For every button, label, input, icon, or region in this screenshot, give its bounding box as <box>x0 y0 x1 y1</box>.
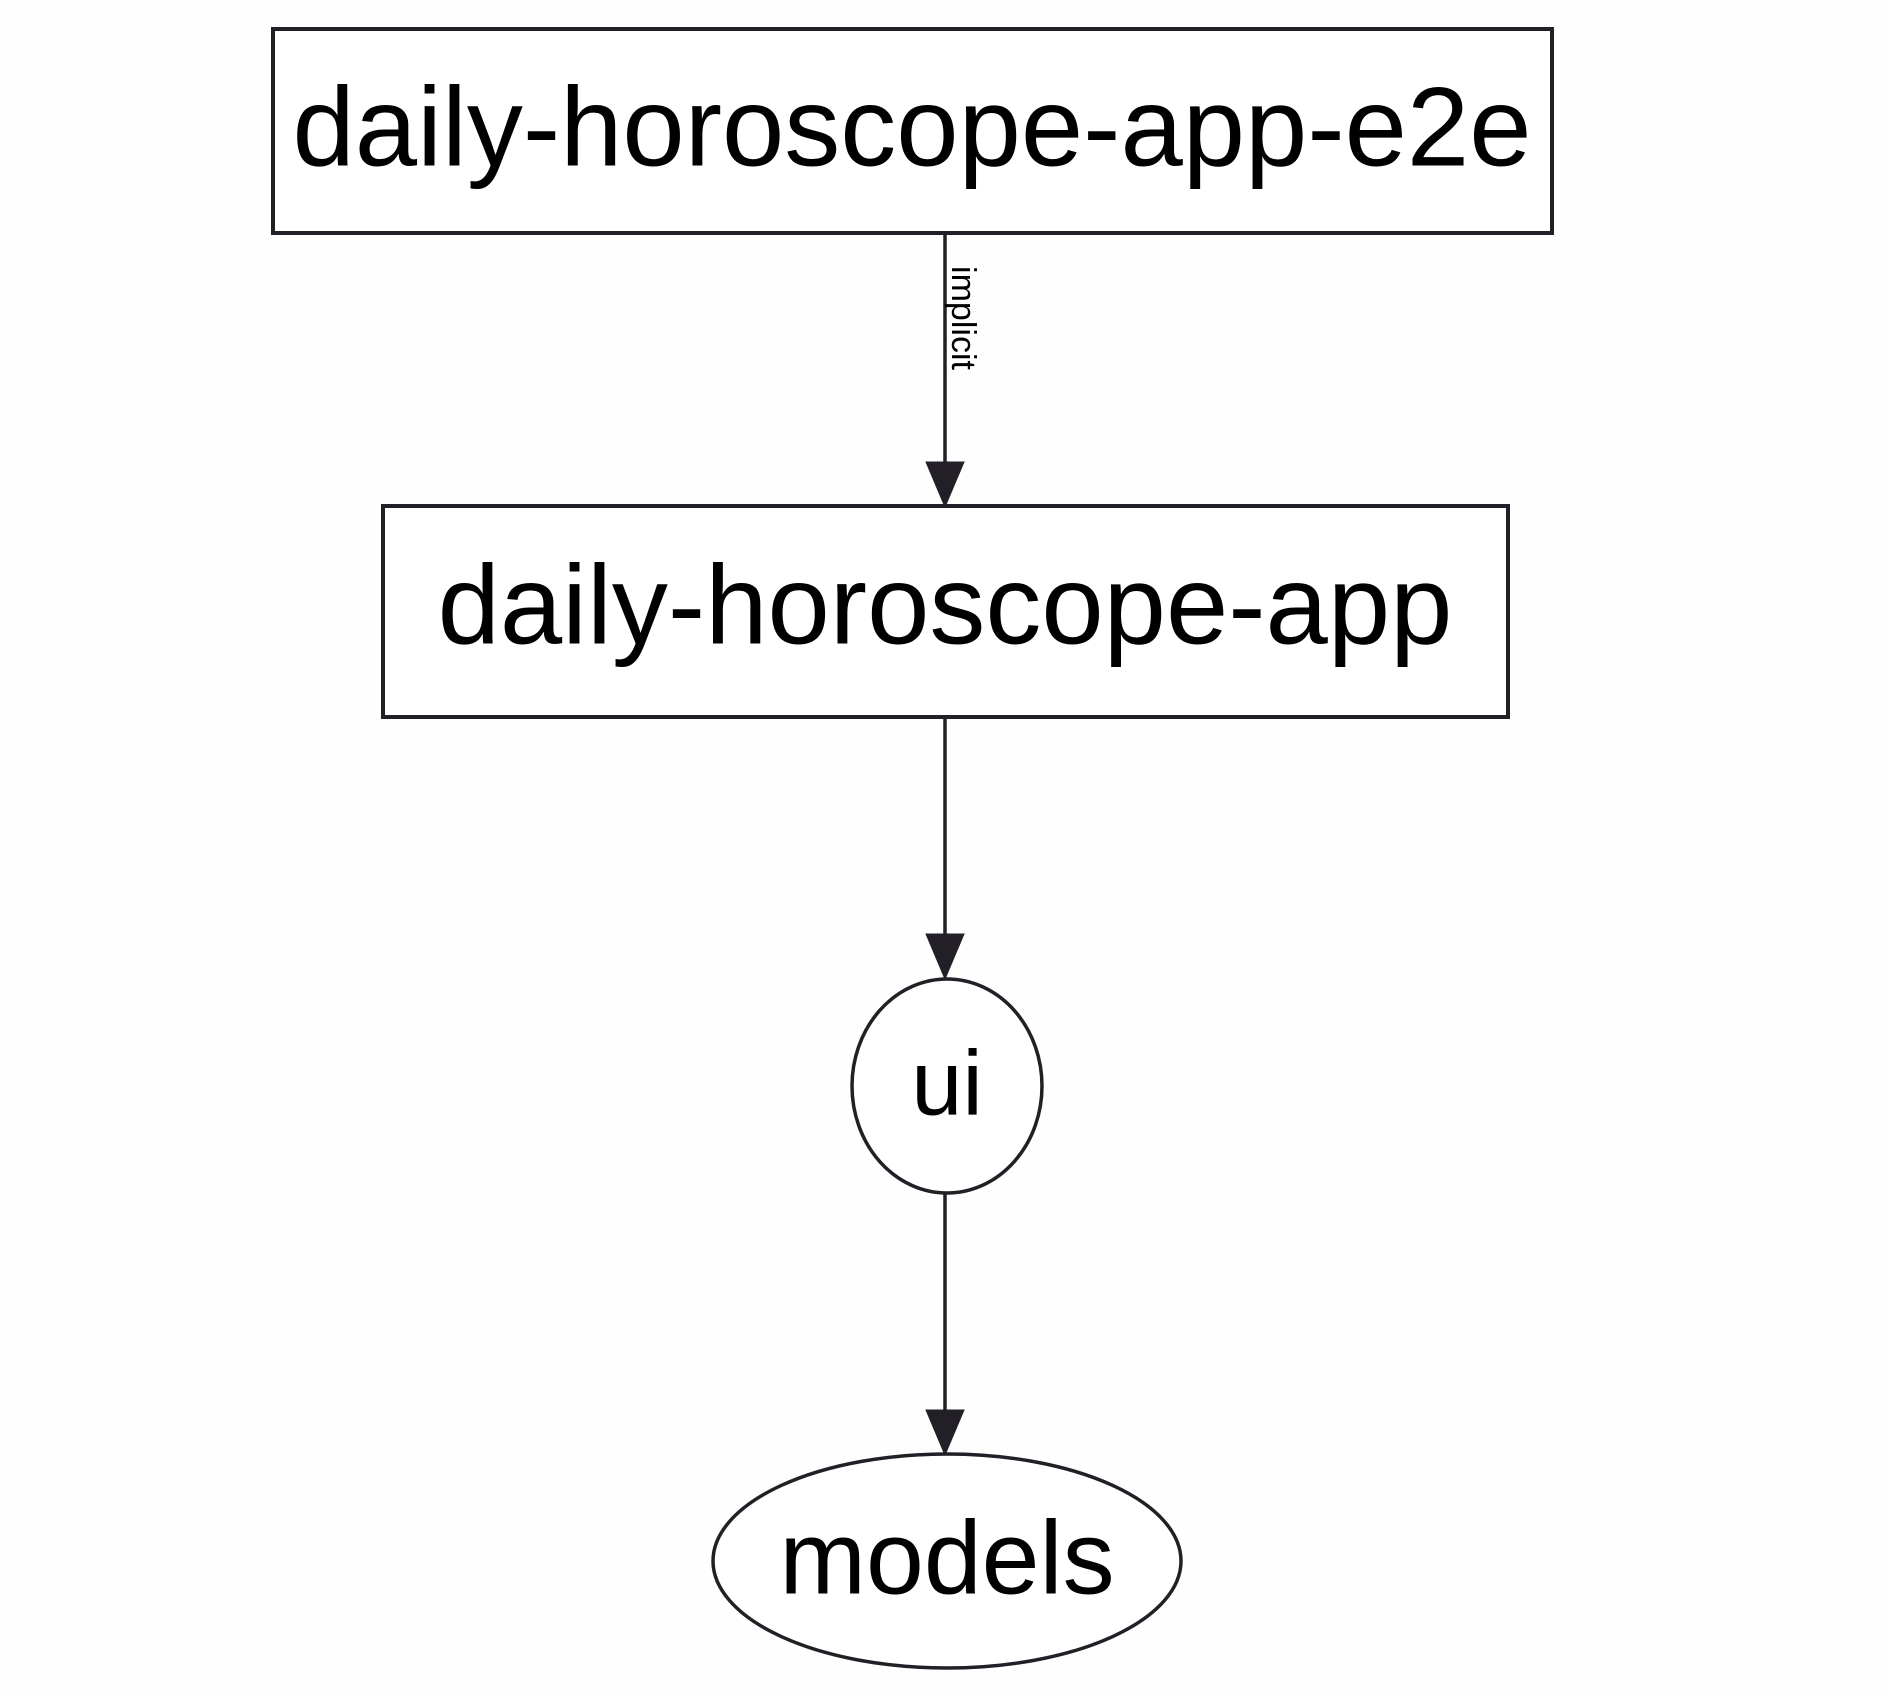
edge-ui-to-models[interactable] <box>925 1193 965 1457</box>
node-label: ui <box>911 1032 983 1134</box>
edge-e2e-to-app[interactable] <box>925 233 965 509</box>
arrowhead-icon <box>925 461 965 509</box>
arrowhead-icon <box>925 1409 965 1457</box>
edge-app-to-ui[interactable] <box>925 717 965 981</box>
node-ellipse <box>711 1452 1183 1670</box>
node-ui[interactable]: ui <box>850 977 1044 1195</box>
node-label: daily-horoscope-app-e2e <box>293 65 1532 190</box>
node-rect <box>381 504 1510 719</box>
node-label: daily-horoscope-app <box>438 543 1453 668</box>
edge-label-implicit: implicit <box>944 266 982 370</box>
node-daily-horoscope-app[interactable]: daily-horoscope-app <box>381 504 1510 719</box>
node-daily-horoscope-app-e2e[interactable]: daily-horoscope-app-e2e <box>271 27 1554 235</box>
node-ellipse <box>850 977 1044 1195</box>
edge-label-text: implicit <box>944 266 982 370</box>
node-label: models <box>779 1500 1114 1616</box>
arrowhead-icon <box>925 933 965 981</box>
node-rect <box>271 27 1554 235</box>
node-models[interactable]: models <box>711 1452 1183 1670</box>
